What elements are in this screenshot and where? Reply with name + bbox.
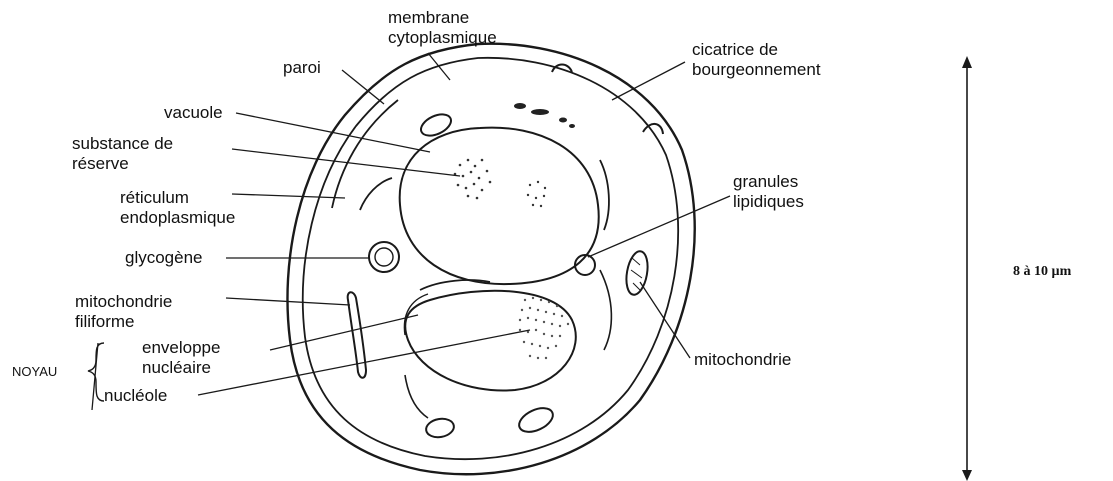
label-granules: granules lipidiques — [733, 172, 804, 212]
label-cicatrice: cicatrice de bourgeonnement — [692, 40, 821, 80]
label-mito-fili: mitochondrie filiforme — [75, 292, 172, 332]
label-enveloppe: enveloppe nucléaire — [142, 338, 220, 378]
mitochondrion-top — [418, 110, 455, 140]
glycogen-inner — [375, 248, 393, 266]
scale-arrow-bottom — [962, 470, 972, 481]
label-vacuole: vacuole — [164, 103, 223, 123]
er-strand-5 — [405, 375, 428, 418]
er-strand-6 — [600, 270, 611, 350]
nuclear-envelope — [405, 291, 576, 391]
mitochondrion-bottom-left — [425, 417, 456, 440]
label-mitochondrie: mitochondrie — [694, 350, 791, 370]
mitochondrion-right-cristae — [631, 258, 642, 290]
cytoplasm-granules — [514, 103, 575, 128]
label-membrane: membrane cytoplasmique — [388, 8, 497, 48]
mitochondrion-right — [623, 250, 650, 297]
vacuole — [400, 128, 599, 285]
label-paroi: paroi — [283, 58, 321, 78]
label-scale: 8 à 10 µm — [1013, 262, 1071, 282]
label-noyau: NOYAU — [12, 362, 57, 382]
mitochondrion-bottom-right — [515, 403, 556, 436]
label-substance: substance de réserve — [72, 134, 173, 174]
label-glycogene: glycogène — [125, 248, 203, 268]
label-nucleole: nucléole — [104, 386, 167, 406]
glycogen-granule — [369, 242, 399, 272]
er-strand-2 — [360, 178, 392, 210]
reserve-substance — [454, 159, 547, 208]
label-reticulum: réticulum endoplasmique — [120, 188, 235, 228]
scale-arrow-top — [962, 56, 972, 68]
er-strand-3 — [600, 160, 609, 230]
